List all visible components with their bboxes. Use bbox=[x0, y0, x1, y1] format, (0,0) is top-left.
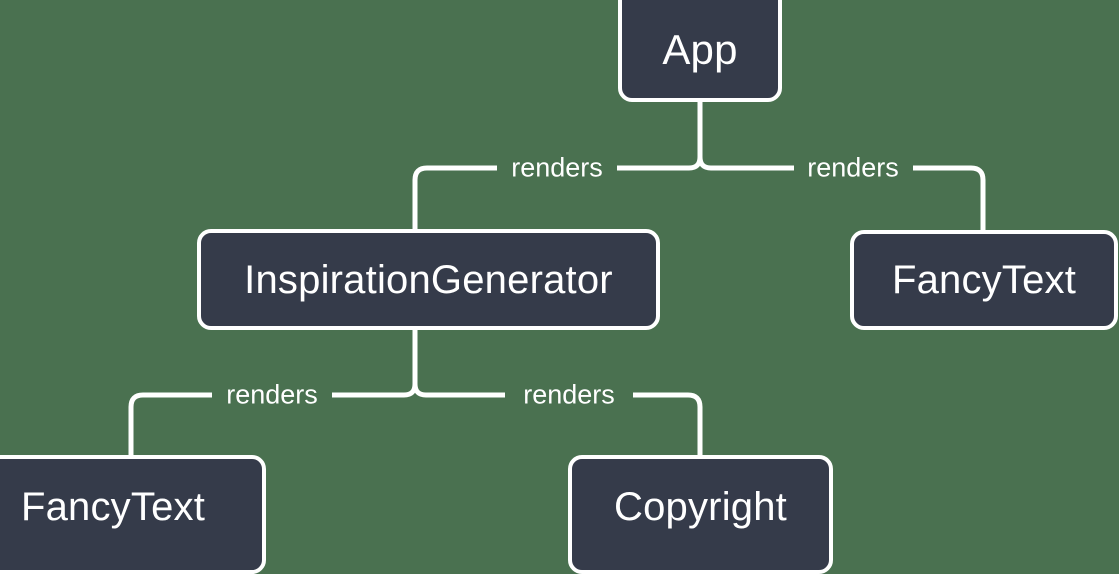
node-fancytext-bottom-label: FancyText bbox=[20, 484, 206, 529]
node-fancytext-right[interactable]: FancyText bbox=[850, 230, 1118, 330]
edge-label-inspirationgenerator-copyright: renders bbox=[523, 379, 615, 410]
node-fancytext-right-label: FancyText bbox=[891, 258, 1077, 302]
node-inspiration-generator-label: InspirationGenerator bbox=[244, 257, 613, 302]
edge-label-app-inspirationgenerator: renders bbox=[511, 152, 603, 183]
edge-app-to-inspirationgenerator bbox=[412, 165, 497, 229]
node-app[interactable]: App bbox=[618, 0, 782, 102]
edge-app-to-fancytext-right bbox=[913, 165, 986, 230]
node-app-label: App bbox=[662, 26, 738, 73]
node-copyright-label: Copyright bbox=[614, 484, 787, 529]
node-copyright[interactable]: Copyright bbox=[568, 455, 833, 574]
edge-ig-fork-left bbox=[332, 383, 418, 398]
edge-label-inspirationgenerator-fancytext: renders bbox=[226, 379, 318, 410]
edge-inspirationgenerator-to-fancytext-bottom bbox=[128, 392, 212, 455]
edge-app-fork-left bbox=[617, 156, 703, 171]
edge-inspirationgenerator-to-copyright bbox=[633, 392, 703, 455]
edge-ig-fork-right bbox=[412, 383, 505, 398]
node-inspiration-generator[interactable]: InspirationGenerator bbox=[197, 229, 660, 330]
edge-layer bbox=[128, 102, 986, 455]
edge-label-app-fancytext: renders bbox=[807, 152, 899, 183]
edge-app-fork-right bbox=[697, 156, 794, 171]
node-fancytext-bottom[interactable]: FancyText bbox=[0, 455, 266, 574]
